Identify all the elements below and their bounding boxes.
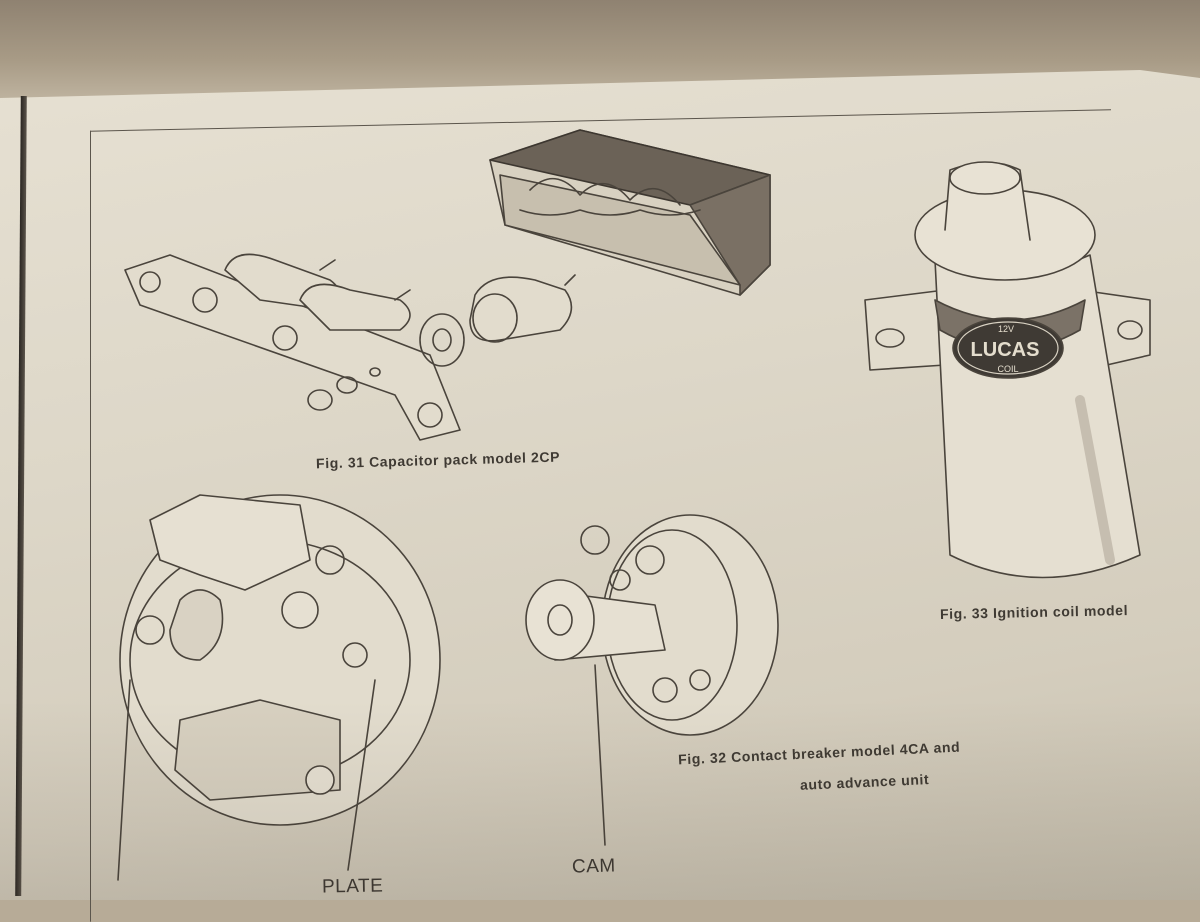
coil-brand-text: LUCAS	[971, 339, 1040, 361]
contact-breaker-illustration	[117, 494, 441, 881]
ignition-coil-illustration	[864, 161, 1151, 579]
coil-logo: LUCAS 12V COIL	[971, 324, 1040, 374]
coil-text: COIL	[997, 364, 1018, 374]
plate-label: PLATE	[321, 875, 384, 898]
capacitor-bracket-illustration	[124, 253, 576, 441]
capacitor-box-illustration	[489, 129, 771, 296]
cam-unit-illustration	[525, 514, 779, 846]
illustrations: LUCAS 12V COIL	[117, 129, 1151, 881]
coil-voltage-text: 12V	[998, 324, 1014, 334]
cam-label: CAM	[571, 855, 616, 878]
